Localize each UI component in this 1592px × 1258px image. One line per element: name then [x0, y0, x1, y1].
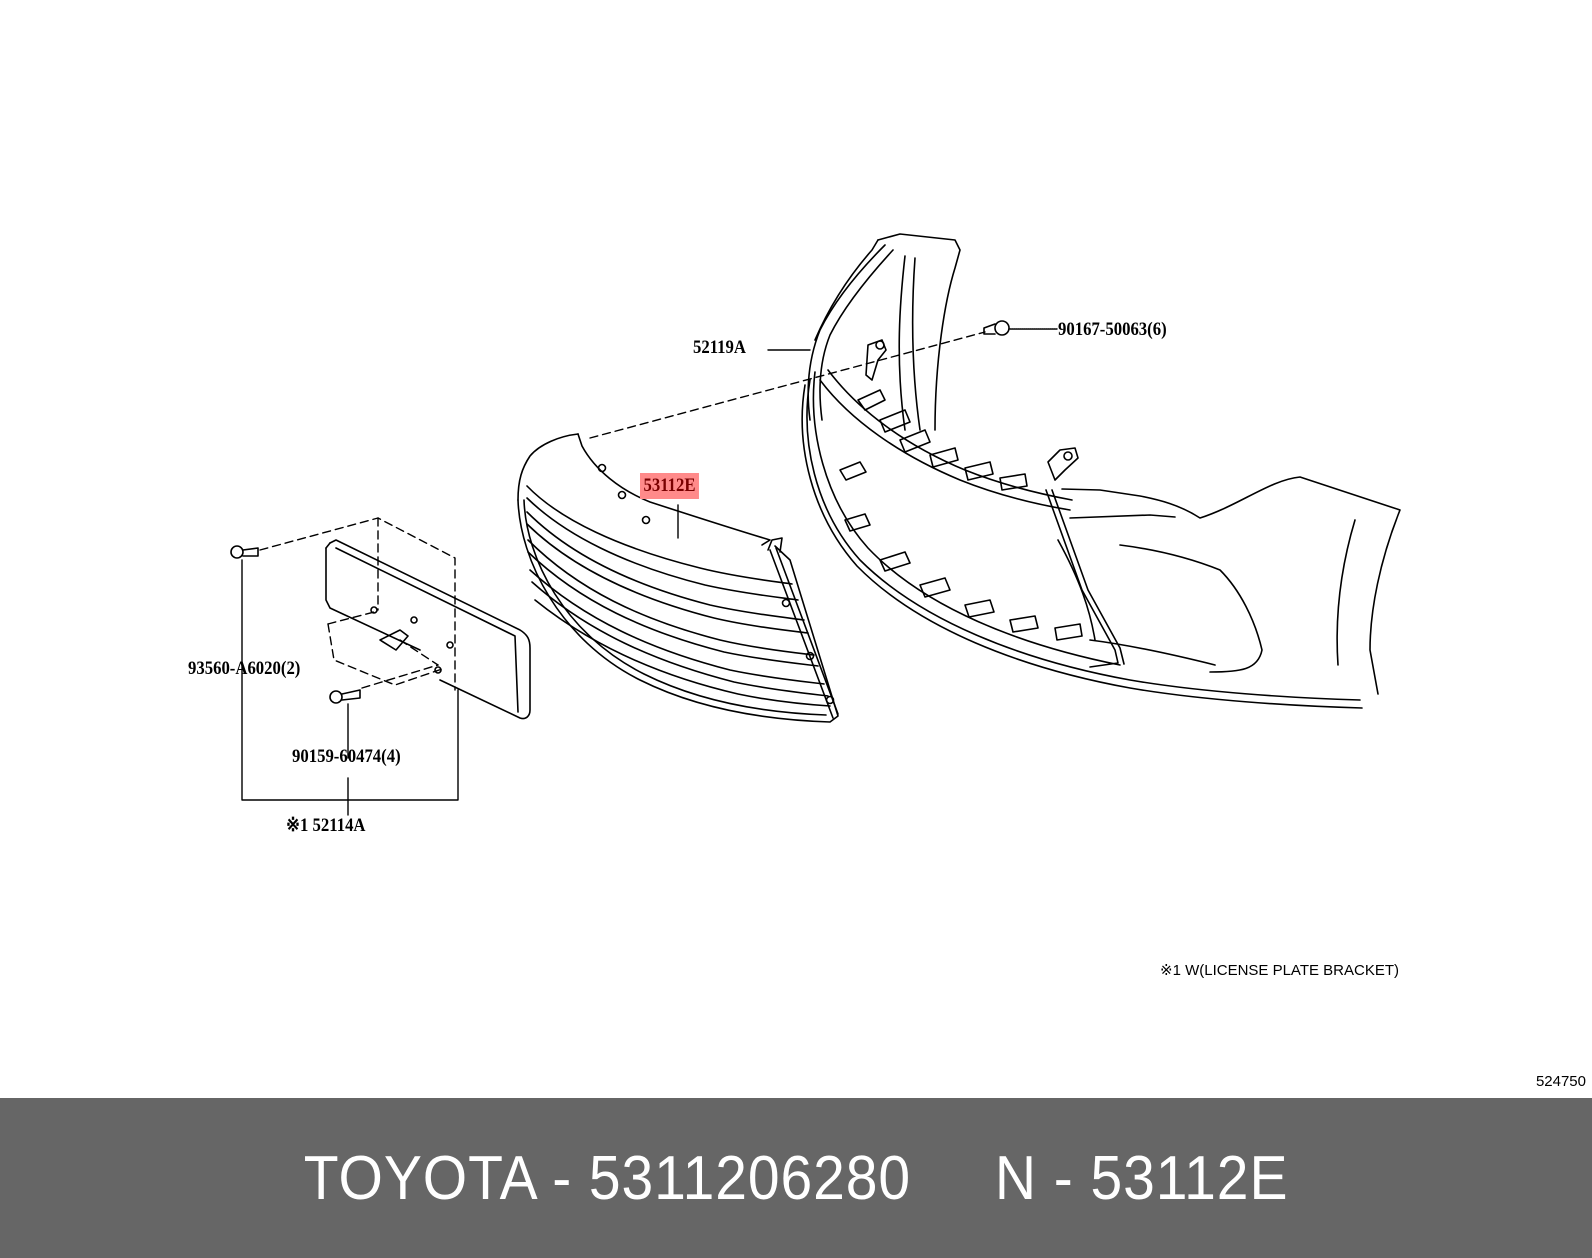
callout-52114A[interactable]: ※1 52114A [286, 815, 366, 836]
part-info-footer: TOYOTA - 5311206280 N - 53112E [0, 1098, 1592, 1258]
assembly-lines [259, 331, 986, 691]
callout-53112E-highlighted[interactable]: 53112E [640, 473, 700, 499]
diagram-drawing [230, 233, 1401, 816]
callout-90159-60474[interactable]: 90159-60474(4) [292, 746, 401, 767]
fasteners-drawing [230, 320, 1010, 704]
leader-lines [241, 328, 1059, 816]
license-plate-bracket-drawing [325, 539, 531, 720]
grille-drawing [517, 433, 839, 723]
footnote-license-plate-bracket: ※1 W(LICENSE PLATE BRACKET) [1160, 962, 1400, 979]
callout-93560-A6020[interactable]: 93560-A6020(2) [188, 658, 301, 679]
callout-90167-50063[interactable]: 90167-50063(6) [1058, 319, 1167, 340]
parts-diagram: 52119A 90167-50063(6) 53112E 93560-A6020… [188, 233, 1401, 979]
bumper-cover-drawing [801, 233, 1401, 709]
part-info-text: TOYOTA - 5311206280 N - 53112E [303, 1143, 1289, 1213]
figure-number: 524750 [1535, 1073, 1586, 1090]
callout-52119A[interactable]: 52119A [693, 337, 746, 358]
